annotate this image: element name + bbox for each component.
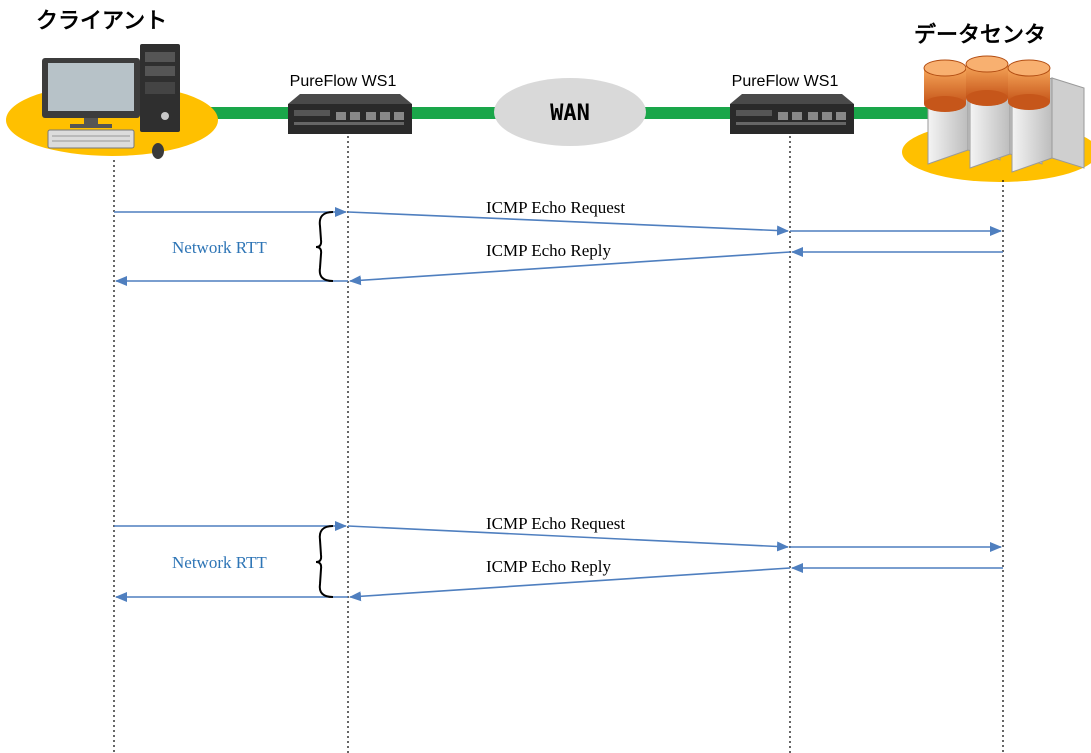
reply-label: ICMP Echo Reply — [486, 557, 611, 576]
exchange-2: ICMP Echo Request ICMP Echo Reply Networ… — [114, 514, 1003, 602]
device-right-label: PureFlow WS1 — [732, 73, 839, 90]
rtt-label: Network RTT — [172, 238, 267, 257]
router-right-icon — [730, 94, 854, 134]
rtt-label: Network RTT — [172, 553, 267, 572]
device-left-label: PureFlow WS1 — [290, 73, 397, 90]
datacenter-title: データセンタ — [914, 22, 1046, 48]
client-pc-icon — [6, 44, 218, 159]
exchange-1: ICMP Echo Request ICMP Echo Reply Networ… — [114, 198, 1003, 286]
client-title: クライアント — [36, 9, 167, 34]
router-left-icon — [288, 94, 412, 134]
reply-label: ICMP Echo Reply — [486, 241, 611, 260]
wan-label: WAN — [550, 101, 590, 126]
reply-arrow-wan — [349, 567, 791, 602]
request-arrow-wan — [347, 211, 789, 236]
rtt-brace — [315, 525, 334, 598]
datacenter-server-icon — [902, 55, 1091, 182]
reply-arrow-wan — [349, 251, 791, 286]
rtt-brace — [315, 211, 334, 282]
request-label: ICMP Echo Request — [486, 514, 625, 533]
wan-cloud-icon: WAN — [494, 78, 646, 146]
request-arrow-wan — [347, 525, 789, 552]
request-label: ICMP Echo Request — [486, 198, 625, 217]
